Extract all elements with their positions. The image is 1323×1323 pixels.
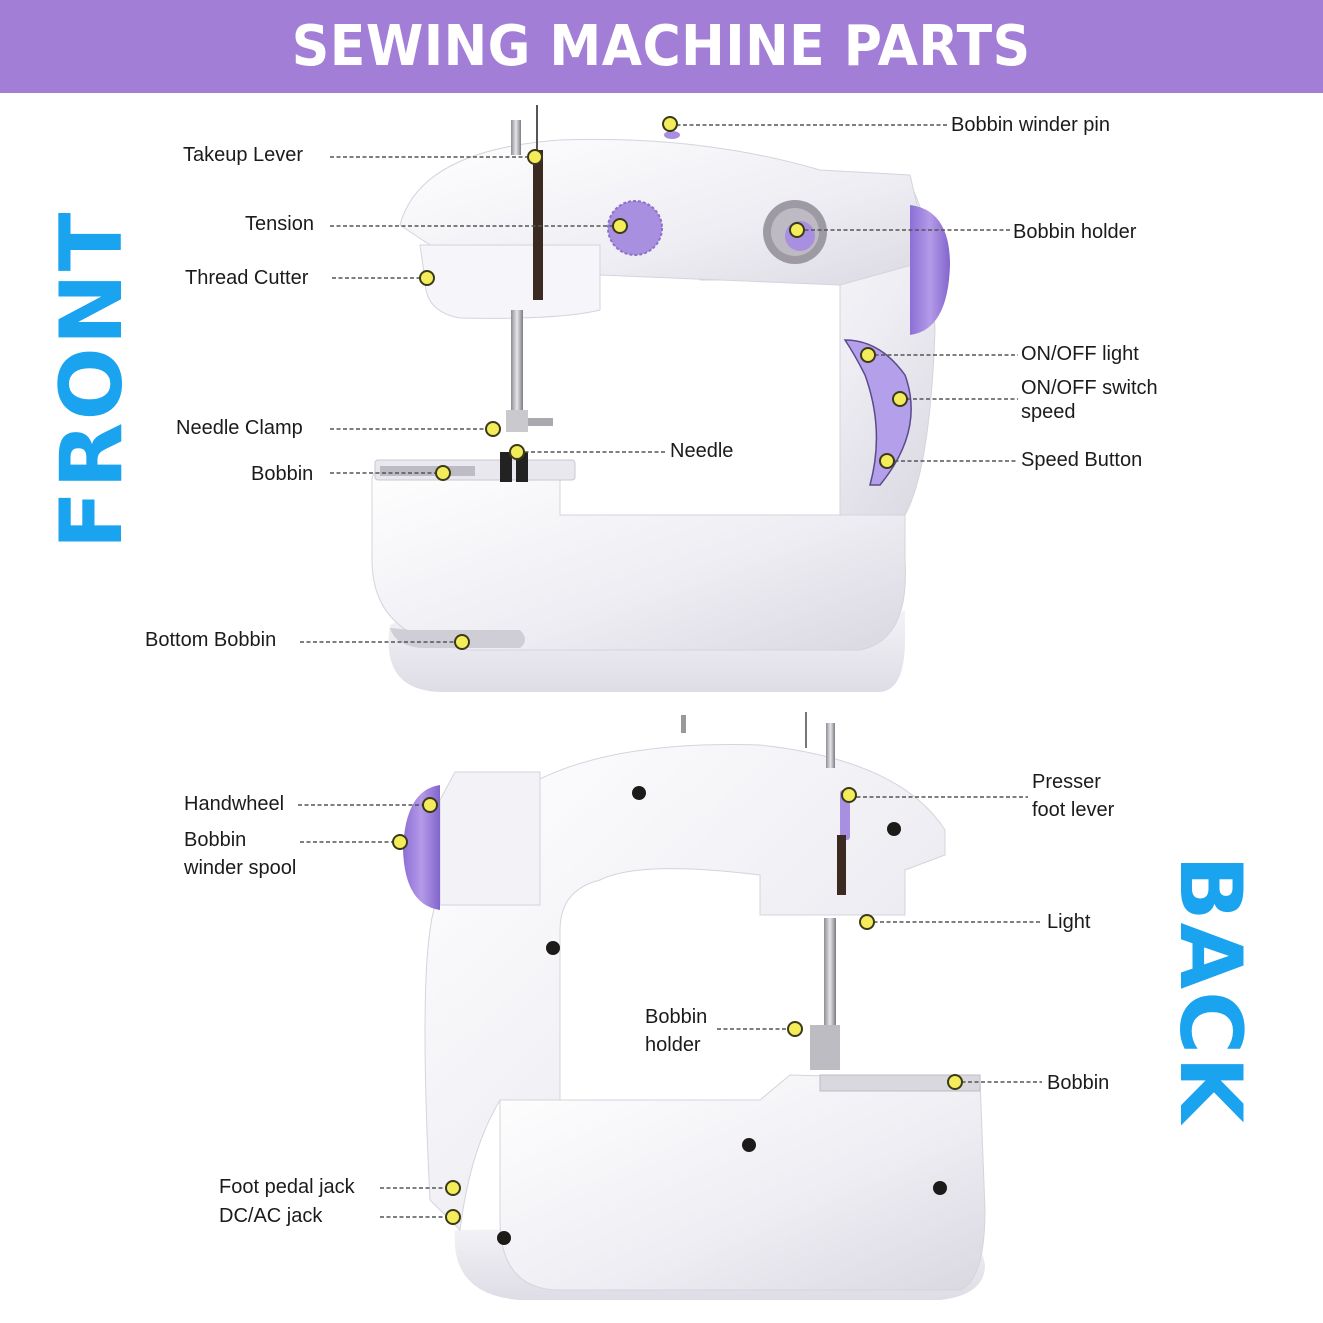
- marker-handwheel: [422, 797, 438, 813]
- label-on-off-switch-line1: ON/OFF switch: [1021, 377, 1158, 399]
- marker-dc-ac-jack: [445, 1209, 461, 1225]
- marker-needle-clamp: [485, 421, 501, 437]
- marker-bobbin-holder: [789, 222, 805, 238]
- marker-back-bobbin-holder: [787, 1021, 803, 1037]
- marker-presser-foot-lever: [841, 787, 857, 803]
- marker-thread-cutter: [419, 270, 435, 286]
- leader-lines: [298, 124, 1042, 1218]
- label-bobbin-winder-pin: Bobbin winder pin: [951, 114, 1110, 136]
- label-needle-clamp: Needle Clamp: [176, 417, 303, 439]
- marker-on-off-light: [860, 347, 876, 363]
- marker-on-off-switch: [892, 391, 908, 407]
- marker-tension: [612, 218, 628, 234]
- label-bobbin-winder-spool: Bobbin winder spool: [184, 826, 296, 882]
- callout-markers: [392, 116, 963, 1225]
- label-bobbin-holder: Bobbin holder: [1013, 221, 1137, 243]
- marker-foot-pedal-jack: [445, 1180, 461, 1196]
- front-machine: [371, 105, 950, 692]
- label-speed-button: Speed Button: [1021, 449, 1143, 471]
- title-banner: SEWING MACHINE PARTS: [0, 0, 1323, 93]
- label-on-off-light: ON/OFF light: [1021, 343, 1139, 365]
- label-bobbin-winder-spool-line2: winder spool: [184, 857, 297, 879]
- label-dc-ac-jack: DC/AC jack: [219, 1205, 323, 1227]
- label-needle: Needle: [670, 440, 734, 462]
- label-on-off-switch-line2: speed: [1021, 401, 1076, 423]
- label-light: Light: [1047, 911, 1091, 933]
- marker-speed-button: [879, 453, 895, 469]
- marker-takeup-lever: [527, 149, 543, 165]
- label-bobbin-winder-spool-line1: Bobbin: [184, 829, 247, 851]
- label-presser-foot-lever-line2: foot lever: [1032, 799, 1115, 821]
- label-back-bobbin-holder-line2: holder: [645, 1034, 701, 1056]
- marker-bobbin-winder-pin: [662, 116, 678, 132]
- label-takeup-lever: Takeup Lever: [183, 144, 304, 166]
- label-handwheel: Handwheel: [184, 793, 285, 815]
- marker-bobbin-winder-spool: [392, 834, 408, 850]
- marker-bobbin: [435, 465, 451, 481]
- label-bottom-bobbin: Bottom Bobbin: [145, 629, 277, 651]
- label-tension: Tension: [245, 213, 314, 235]
- marker-back-bobbin: [947, 1074, 963, 1090]
- marker-light: [859, 914, 875, 930]
- page-title: SEWING MACHINE PARTS: [292, 14, 1031, 79]
- label-back-bobbin-holder: Bobbin holder: [645, 1003, 707, 1059]
- label-bobbin: Bobbin: [251, 463, 314, 485]
- label-thread-cutter: Thread Cutter: [185, 267, 309, 289]
- marker-needle: [509, 444, 525, 460]
- back-machine: [403, 712, 986, 1300]
- label-presser-foot-lever: Presser foot lever: [1032, 768, 1114, 824]
- label-presser-foot-lever-line1: Presser: [1032, 771, 1101, 793]
- label-back-bobbin-holder-line1: Bobbin: [645, 1006, 708, 1028]
- marker-bottom-bobbin: [454, 634, 470, 650]
- label-foot-pedal-jack: Foot pedal jack: [219, 1176, 355, 1198]
- label-back-bobbin: Bobbin: [1047, 1072, 1110, 1094]
- label-on-off-switch-speed: ON/OFF switch speed: [1021, 376, 1158, 424]
